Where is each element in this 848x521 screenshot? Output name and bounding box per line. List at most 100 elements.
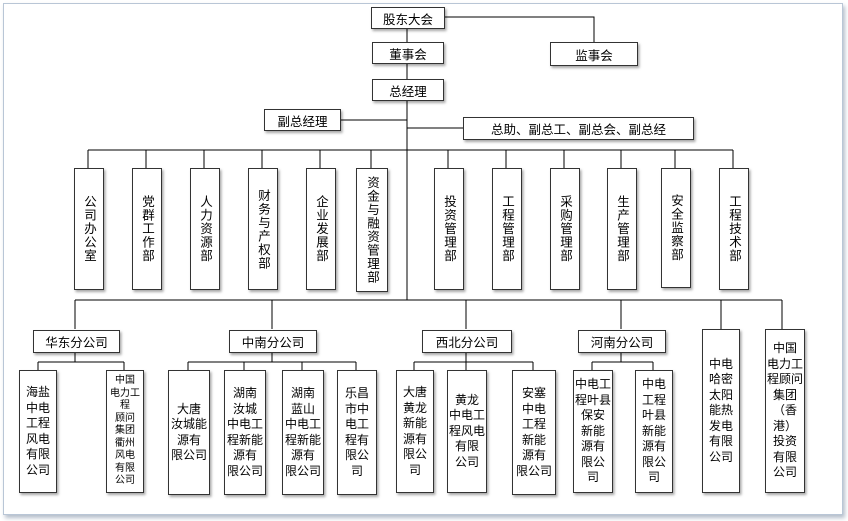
company-line: 衢州 [115, 437, 135, 449]
company-line: 中电 [641, 377, 666, 392]
company-line: 源有 [290, 448, 315, 462]
company-line: 港） [772, 418, 797, 433]
department-box: 投资管理部 [434, 168, 464, 290]
company-line: 程新能 [226, 432, 263, 447]
company-line: 限公司 [284, 463, 321, 478]
company-line: 新能 [641, 423, 666, 438]
company-line: 新能 [580, 423, 605, 438]
company-line: 中电 [708, 356, 733, 371]
department-box: 工程技术部 [719, 168, 749, 290]
company-line: 保安 [580, 408, 605, 423]
company-line: 限公 [402, 447, 427, 461]
company-hunan-rucheng-box: 湖南 汝城 中电工 程新能 源有 限公司 [224, 370, 266, 495]
company-line: 湖南 [290, 386, 315, 400]
company-line: 有限 [708, 434, 733, 449]
company-line: 黄龙 [454, 392, 479, 407]
company-line: 集团 [115, 425, 135, 437]
deputy-gm-box: 副总经理 [264, 109, 341, 131]
company-line: 司 [647, 470, 660, 485]
company-line: 中国 [772, 341, 797, 356]
company-line: 司 [350, 463, 363, 478]
company-line: 汝城能 [170, 417, 207, 431]
company-line: 安塞 [521, 386, 546, 400]
company-line: 有限 [772, 449, 797, 464]
department-box: 工程管理部 [492, 168, 522, 290]
company-line: 工程 [25, 416, 50, 430]
company-line: 黄龙 [402, 400, 427, 415]
company-line: 司 [408, 462, 421, 477]
shareholders-meeting-box: 股东大会 [371, 7, 445, 29]
company-line: 蓝山 [290, 401, 315, 416]
assistants-box: 总助、副总工、副总会、副总经 [463, 117, 694, 140]
company-line: 中国 [115, 375, 135, 387]
company-line: 程顾问 [766, 372, 803, 387]
company-line: 大唐 [176, 401, 201, 416]
company-hk-box: 中国 电力工 程顾问 集团（香 港） 投资 有限 公司 [765, 329, 805, 493]
company-line: 工程 [641, 392, 666, 407]
company-line: 大唐 [402, 385, 427, 399]
company-line: 中电工 [448, 408, 485, 423]
company-line: 公司 [25, 462, 50, 477]
company-line: 风电 [25, 431, 50, 446]
company-line: 哈密 [708, 372, 733, 387]
company-line: 乐昌 [344, 386, 369, 400]
company-line: 中电 [25, 400, 50, 415]
company-datang-rucheng-box: 大唐 汝城能 源有 限公司 [168, 370, 210, 495]
company-line: 风电 [115, 450, 135, 462]
company-line: 程风电 [448, 423, 485, 438]
company-line: 公司 [708, 449, 733, 464]
company-line: 源有 [232, 448, 257, 462]
company-line: 程新能 [284, 432, 321, 447]
company-lechang-box: 乐昌 市中 电工 程有 限公 司 [337, 370, 377, 495]
company-hunan-lanshan-box: 湖南 蓝山 中电工 程新能 源有 限公司 [282, 370, 324, 495]
company-line: 顾问 [115, 412, 135, 424]
company-line: 公司 [772, 465, 797, 480]
department-box: 企业发展部 [306, 168, 336, 290]
company-line: 湖南 [232, 386, 257, 400]
company-line: 程有 [344, 432, 369, 447]
branch-box: 华东分公司 [33, 330, 120, 353]
company-line: 市中 [344, 401, 369, 416]
board-box: 董事会 [372, 42, 444, 64]
company-line: 源有 [402, 431, 427, 446]
company-line: 有限 [115, 462, 135, 474]
company-line: 源有 [641, 439, 666, 454]
company-huanglong-box: 黄龙 中电工 程风电 有限 公司 [447, 370, 487, 493]
company-line: 中电工 [574, 377, 611, 392]
company-line: 限公 [344, 448, 369, 462]
company-line: 源有 [176, 432, 201, 447]
company-hami-box: 中电 哈密 太阳 能热 发电 有限 公司 [702, 329, 740, 493]
company-line: 有限 [454, 439, 479, 454]
company-ansai-box: 安塞 中电 工程 新能 源有 限公司 [512, 370, 556, 495]
company-line: 新能 [402, 416, 427, 430]
supervisory-board-box: 监事会 [550, 42, 638, 66]
company-line: 新能 [521, 432, 546, 447]
company-line: 中电工 [284, 417, 321, 431]
department-box: 生产管理部 [607, 168, 637, 290]
company-line: 电力工 [766, 356, 803, 371]
company-line: 集团（香 [772, 387, 797, 418]
company-line: 限公司 [226, 463, 263, 478]
department-box: 安全监察部 [661, 168, 691, 288]
branch-box: 中南分公司 [229, 330, 317, 353]
company-line: 司 [586, 470, 599, 485]
company-line: 源有 [580, 439, 605, 454]
department-box: 资金与融资管理部 [356, 168, 388, 292]
company-line: 源有 [521, 448, 546, 462]
company-line: 中电工 [226, 417, 263, 431]
company-line: 叶县 [641, 408, 666, 423]
company-line: 限公 [580, 454, 605, 469]
department-box: 人力资源部 [190, 168, 220, 290]
company-line: 限公 [641, 454, 666, 469]
company-line: 公司 [454, 454, 479, 469]
company-yexian-box: 中电 工程 叶县 新能 源有 限公 司 [635, 370, 673, 493]
company-line: 电力工程 [110, 387, 140, 412]
department-box: 公司办公室 [74, 168, 104, 290]
department-box: 党群工作部 [132, 168, 162, 290]
company-quzhou-box: 中国 电力工程 顾问 集团 衢州 风电 有限 公司 [106, 370, 144, 493]
company-line: 能热 [708, 403, 733, 418]
company-datang-huanglong-box: 大唐 黄龙 新能 源有 限公 司 [396, 370, 434, 493]
department-box: 财务与产权部 [248, 168, 278, 290]
company-line: 工程 [521, 417, 546, 431]
